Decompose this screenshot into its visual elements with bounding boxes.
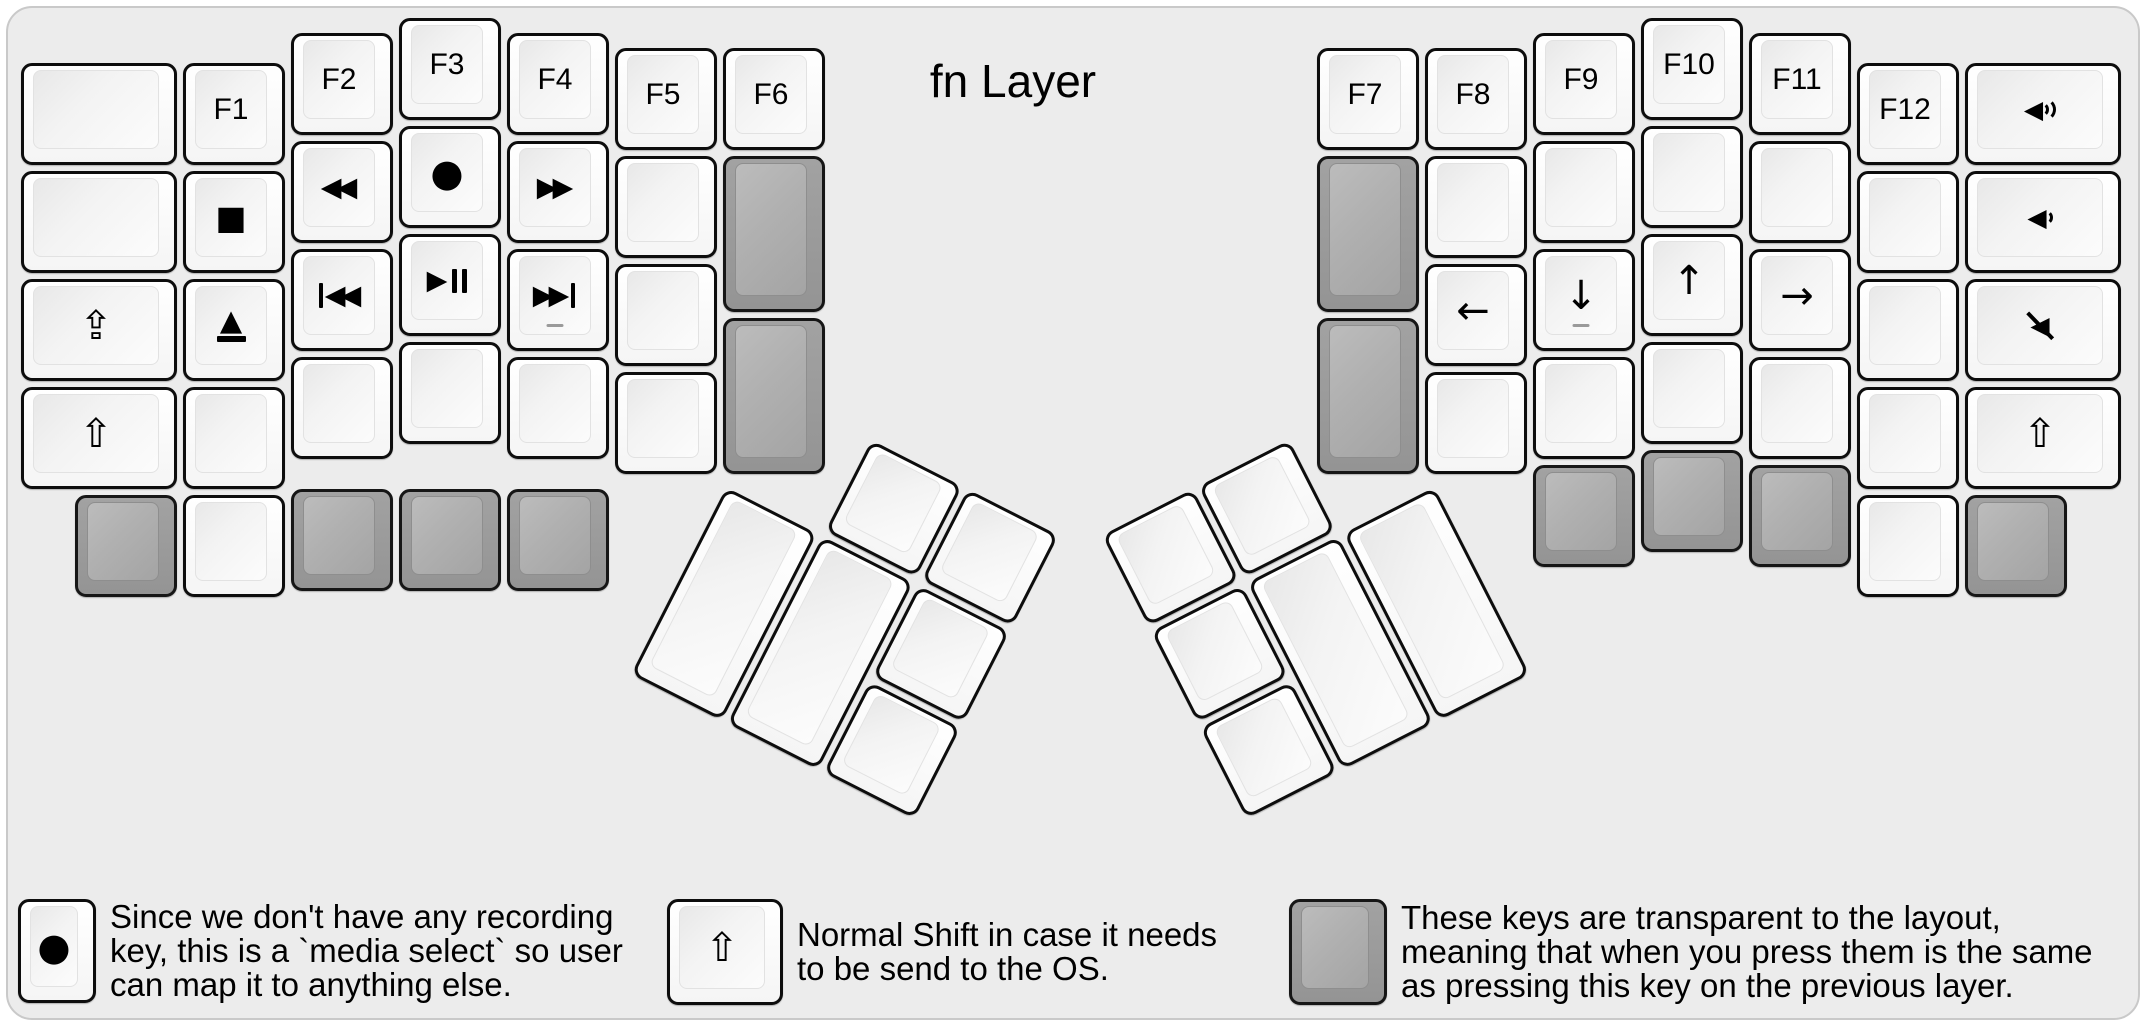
key-up-arrow[interactable]: ↑	[1641, 234, 1743, 336]
key-transparent[interactable]	[1965, 495, 2067, 597]
key-blank[interactable]	[1857, 387, 1959, 489]
legend-keybox-shift: ⇧	[667, 899, 783, 1005]
key-f8[interactable]: F8	[1425, 48, 1527, 150]
legend-text-shift: Normal Shift in case it needs to be send…	[797, 916, 1218, 987]
key-volume-up[interactable]: ◀	[1965, 63, 2121, 165]
key-blank[interactable]	[615, 372, 717, 474]
key-f10[interactable]: F10	[1641, 18, 1743, 120]
key-play-pause[interactable]: ▶	[399, 234, 501, 336]
key-blank[interactable]	[1425, 156, 1527, 258]
key-blank[interactable]	[615, 264, 717, 366]
key-f9[interactable]: F9	[1533, 33, 1635, 135]
key-blank[interactable]	[1641, 126, 1743, 228]
legend-text-record: Since we don't have any recording key, t…	[110, 898, 623, 1003]
legend-key-transparent	[1289, 899, 1387, 1005]
key-f2[interactable]: F2	[291, 33, 393, 135]
key-blank[interactable]	[1533, 357, 1635, 459]
key-skip-back[interactable]: ◀◀	[291, 249, 393, 351]
key-stop[interactable]: ■	[183, 171, 285, 273]
legend-key-shift: ⇧	[667, 899, 783, 1005]
key-left-arrow[interactable]: ←	[1425, 264, 1527, 366]
layer-title: fn Layer	[929, 55, 1097, 107]
key-f5[interactable]: F5	[615, 48, 717, 150]
key-f7[interactable]: F7	[1317, 48, 1419, 150]
key-blank[interactable]	[21, 63, 177, 165]
key-transparent[interactable]	[399, 489, 501, 591]
legend-item-record: ● Since we don't have any recording key,…	[18, 899, 623, 1003]
key-f1[interactable]: F1	[183, 63, 285, 165]
key-transparent[interactable]	[291, 489, 393, 591]
key-blank[interactable]	[183, 387, 285, 489]
key-eject[interactable]: ▲	[183, 279, 285, 381]
key-fast-forward[interactable]: ▶▶	[507, 141, 609, 243]
key-skip-forward[interactable]: ▶▶	[507, 249, 609, 351]
key-f11[interactable]: F11	[1749, 33, 1851, 135]
key-blank[interactable]	[1857, 495, 1959, 597]
key-transparent[interactable]	[1317, 156, 1419, 312]
key-blank[interactable]	[1749, 141, 1851, 243]
key-blank[interactable]	[291, 357, 393, 459]
key-transparent[interactable]	[723, 318, 825, 474]
legend-keybox-transparent	[1289, 899, 1387, 1005]
key-blank[interactable]	[399, 342, 501, 444]
legend-item-transparent: These keys are transparent to the layout…	[1289, 899, 2093, 1005]
key-volume-down[interactable]: ◀	[1965, 171, 2121, 273]
key-blank[interactable]	[183, 495, 285, 597]
key-blank[interactable]	[1425, 372, 1527, 474]
key-mute[interactable]: ◀	[1965, 279, 2121, 381]
key-record[interactable]: ●	[399, 126, 501, 228]
key-f4[interactable]: F4	[507, 33, 609, 135]
key-shift-right[interactable]: ⇧	[1965, 387, 2121, 489]
key-shift-left[interactable]: ⇧	[21, 387, 177, 489]
key-blank[interactable]	[1641, 342, 1743, 444]
key-f12[interactable]: F12	[1857, 63, 1959, 165]
legend-key-record: ●	[18, 899, 96, 1003]
legend-text-transparent: These keys are transparent to the layout…	[1401, 899, 2093, 1004]
key-f3[interactable]: F3	[399, 18, 501, 120]
key-blank[interactable]	[1857, 279, 1959, 381]
legend-item-shift: ⇧ Normal Shift in case it needs to be se…	[667, 899, 1217, 1005]
key-f6[interactable]: F6	[723, 48, 825, 150]
legend-keybox-record: ●	[18, 899, 96, 1003]
key-transparent[interactable]	[507, 489, 609, 591]
key-blank[interactable]	[615, 156, 717, 258]
key-right-arrow[interactable]: →	[1749, 249, 1851, 351]
key-transparent[interactable]	[1533, 465, 1635, 567]
key-transparent[interactable]	[1749, 465, 1851, 567]
key-blank[interactable]	[1749, 357, 1851, 459]
key-caps-lock[interactable]: ⇪	[21, 279, 177, 381]
key-blank[interactable]	[21, 171, 177, 273]
key-blank[interactable]	[1533, 141, 1635, 243]
key-transparent[interactable]	[723, 156, 825, 312]
key-blank[interactable]	[1857, 171, 1959, 273]
key-transparent[interactable]	[1317, 318, 1419, 474]
key-rewind[interactable]: ◀◀	[291, 141, 393, 243]
key-transparent[interactable]	[1641, 450, 1743, 552]
key-transparent[interactable]	[75, 495, 177, 597]
key-blank[interactable]	[507, 357, 609, 459]
key-down-arrow[interactable]: ↓	[1533, 249, 1635, 351]
